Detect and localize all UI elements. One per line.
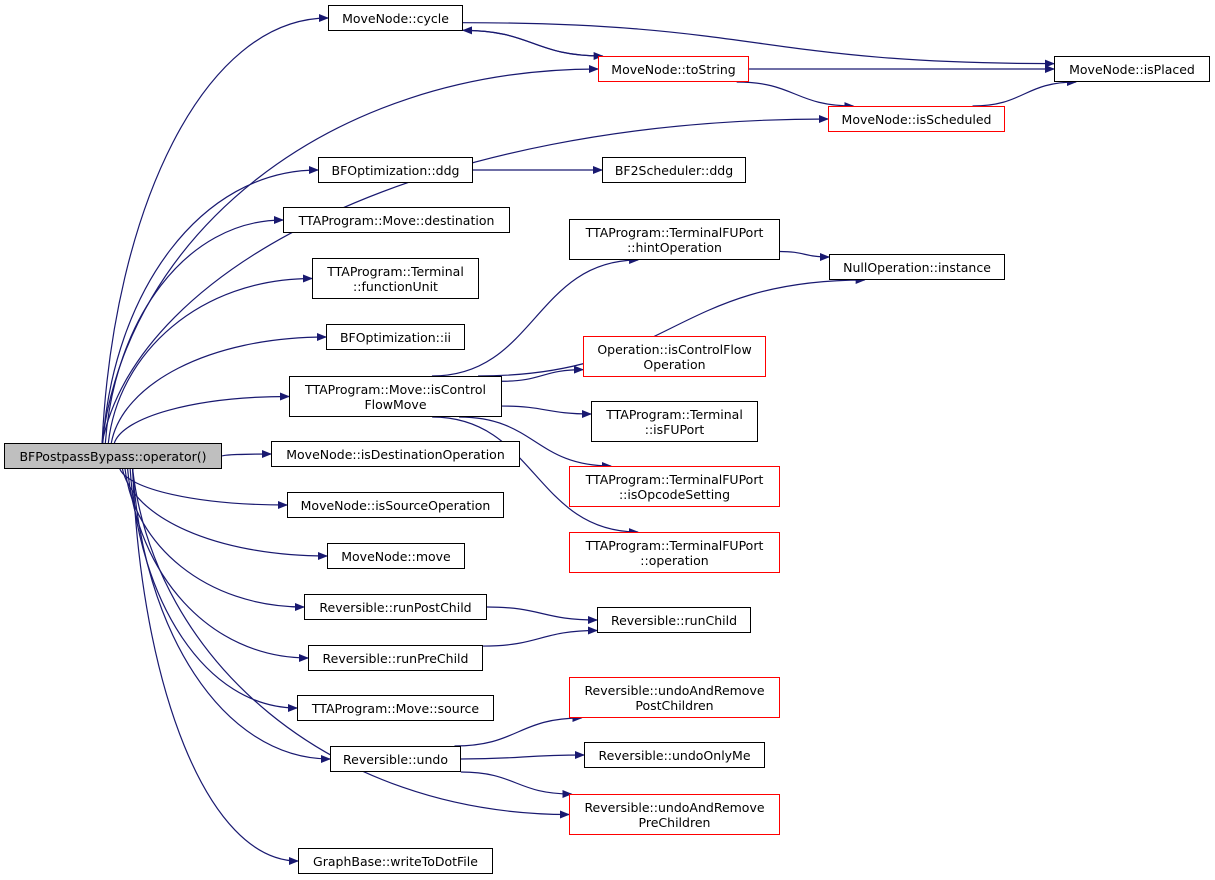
edge-runPostChild-to-runChild xyxy=(486,606,598,624)
node-label-line-1: Operation::isControlFlow xyxy=(597,341,752,357)
node-operation-iscontrolflowoperation[interactable]: Operation::isControlFlow Operation xyxy=(583,336,766,377)
edge-toString-to-cycle xyxy=(462,26,603,57)
node-label: MoveNode::move xyxy=(341,548,451,564)
node-label-line-2: Operation xyxy=(643,356,706,372)
edge-isControlFlowMove-to-hintOperation xyxy=(431,256,640,377)
edge-hintOperation-to-nullOperation xyxy=(779,250,830,262)
node-label-line-2: FlowMove xyxy=(364,396,427,412)
edge-root-to-cycle xyxy=(101,14,329,444)
edge-root-to-terminalFunctionUnit xyxy=(107,274,313,444)
node-label: MoveNode::cycle xyxy=(342,10,449,26)
edge-root-to-moveSource xyxy=(129,468,298,712)
edge-root-to-writeToDotFile xyxy=(132,468,299,865)
node-graphbase-writetodotfile[interactable]: GraphBase::writeToDotFile xyxy=(298,848,493,874)
node-reversible-undo[interactable]: Reversible::undo xyxy=(330,746,461,772)
node-label: BFOptimization::ii xyxy=(339,329,452,345)
node-label-line-2: ::functionUnit xyxy=(353,278,438,294)
edge-root-to-isDestinationOperation xyxy=(221,450,272,459)
node-label-line-1: TTAProgram::Terminal xyxy=(327,263,464,279)
edge-root-to-undoAndRemovePreChildren xyxy=(132,468,570,819)
node-movenode-isplaced[interactable]: MoveNode::isPlaced xyxy=(1054,56,1210,82)
edge-undo-to-undoAndRemovePostChildren xyxy=(454,714,583,747)
node-label-line-2: PreChildren xyxy=(638,814,711,830)
node-label-line-1: TTAProgram::TerminalFUPort xyxy=(585,537,764,553)
edge-root-to-isSourceOperation xyxy=(119,468,288,509)
node-label: BFPostpassBypass::operator() xyxy=(19,448,207,464)
node-move-iscontrolflowmove[interactable]: TTAProgram::Move::isControl FlowMove xyxy=(289,376,502,417)
node-terminalfuport-isopcodesetting[interactable]: TTAProgram::TerminalFUPort ::isOpcodeSet… xyxy=(569,466,780,507)
edge-isControlFlowMove-to-nullOperation xyxy=(478,276,866,377)
node-label-line-1: TTAProgram::Terminal xyxy=(606,406,743,422)
node-label: Reversible::runPreChild xyxy=(322,650,469,666)
node-label-line-2: ::hintOperation xyxy=(627,239,722,255)
node-reversible-undoandremovepostchildren[interactable]: Reversible::undoAndRemove PostChildren xyxy=(569,677,780,718)
node-movenode-cycle[interactable]: MoveNode::cycle xyxy=(328,5,463,31)
node-label-line-1: TTAProgram::Move::isControl xyxy=(305,381,486,397)
edge-root-to-bfoptDdg xyxy=(102,166,319,444)
node-label: Reversible::undoOnlyMe xyxy=(598,747,751,763)
edge-runPreChild-to-runChild xyxy=(482,626,598,647)
node-label: MoveNode::isPlaced xyxy=(1069,61,1195,77)
edge-isControlFlowMove-to-isControlFlowOperation xyxy=(501,365,584,382)
edge-root-to-runPreChild xyxy=(127,468,309,662)
node-label-line-2: ::operation xyxy=(640,552,709,568)
node-label-line-1: Reversible::undoAndRemove xyxy=(584,682,765,698)
edge-root-to-moveDestination xyxy=(104,216,284,444)
node-label-line-2: ::isOpcodeSetting xyxy=(618,486,731,502)
edge-isControlFlowMove-to-isOpcodeSetting xyxy=(459,416,612,470)
node-label: MoveNode::toString xyxy=(611,61,736,77)
node-reversible-runprechild[interactable]: Reversible::runPreChild xyxy=(308,645,483,671)
edge-root-to-bfoptIi xyxy=(110,333,327,444)
node-movenode-isscheduled[interactable]: MoveNode::isScheduled xyxy=(828,106,1005,132)
node-label: MoveNode::isSourceOperation xyxy=(300,497,491,513)
node-label: NullOperation::instance xyxy=(843,259,991,275)
node-label: TTAProgram::Move::source xyxy=(311,700,480,716)
edge-toString-to-isScheduled xyxy=(736,81,855,110)
node-reversible-undoonlyme[interactable]: Reversible::undoOnlyMe xyxy=(584,742,765,768)
node-label: Reversible::runPostChild xyxy=(319,599,472,615)
node-label: BF2Scheduler::ddg xyxy=(614,162,734,178)
edge-isScheduled-to-isPlaced xyxy=(972,78,1077,107)
node-label: MoveNode::isDestinationOperation xyxy=(286,446,505,462)
node-label: BFOptimization::ddg xyxy=(331,162,460,178)
edge-root-to-isControlFlowMove xyxy=(113,392,290,444)
edge-cycle-to-isPlaced xyxy=(462,22,1055,68)
node-label-line-1: TTAProgram::TerminalFUPort xyxy=(585,471,764,487)
node-terminalfuport-operation[interactable]: TTAProgram::TerminalFUPort ::operation xyxy=(569,532,780,573)
node-move-destination[interactable]: TTAProgram::Move::destination xyxy=(283,207,510,233)
edge-root-to-undo xyxy=(132,468,331,763)
node-bfoptimization-ddg[interactable]: BFOptimization::ddg xyxy=(318,157,473,183)
node-reversible-runpostchild[interactable]: Reversible::runPostChild xyxy=(304,594,487,620)
node-label-line-1: Reversible::undoAndRemove xyxy=(584,799,765,815)
node-terminal-functionunit[interactable]: TTAProgram::Terminal ::functionUnit xyxy=(312,258,479,299)
node-label-line-2: PostChildren xyxy=(635,697,714,713)
node-label-line-1: TTAProgram::TerminalFUPort xyxy=(585,224,764,240)
node-reversible-runchild[interactable]: Reversible::runChild xyxy=(597,607,751,633)
node-movenode-issourceoperation[interactable]: MoveNode::isSourceOperation xyxy=(287,492,504,518)
node-move-source[interactable]: TTAProgram::Move::source xyxy=(297,695,494,721)
node-label-line-2: ::isFUPort xyxy=(644,421,705,437)
node-movenode-tostring[interactable]: MoveNode::toString xyxy=(598,56,749,82)
node-movenode-isdestinationoperation[interactable]: MoveNode::isDestinationOperation xyxy=(271,441,520,467)
node-bfoptimization-ii[interactable]: BFOptimization::ii xyxy=(326,324,465,350)
node-terminal-isfuport[interactable]: TTAProgram::Terminal ::isFUPort xyxy=(591,401,758,442)
node-movenode-move[interactable]: MoveNode::move xyxy=(327,543,465,569)
node-reversible-undoandremoveprechildren[interactable]: Reversible::undoAndRemove PreChildren xyxy=(569,794,780,835)
node-bfpostpassbypass-operator: BFPostpassBypass::operator() xyxy=(4,443,222,469)
node-bf2scheduler-ddg[interactable]: BF2Scheduler::ddg xyxy=(602,157,746,183)
node-label: MoveNode::isScheduled xyxy=(841,111,992,127)
edge-undo-to-undoAndRemovePreChildren xyxy=(460,771,573,798)
node-nulloperation-instance[interactable]: NullOperation::instance xyxy=(829,254,1005,280)
edge-isControlFlowMove-to-isFUPort xyxy=(501,405,592,419)
node-label: Reversible::undo xyxy=(343,751,448,767)
node-terminalfuport-hintoperation[interactable]: TTAProgram::TerminalFUPort ::hintOperati… xyxy=(569,219,780,260)
node-label: TTAProgram::Move::destination xyxy=(298,212,495,228)
node-label: GraphBase::writeToDotFile xyxy=(313,853,478,869)
edge-isControlFlowMove-to-fuPortOperation xyxy=(432,416,639,536)
node-label: Reversible::runChild xyxy=(610,612,738,628)
edge-undo-to-undoOnlyMe xyxy=(460,751,585,760)
